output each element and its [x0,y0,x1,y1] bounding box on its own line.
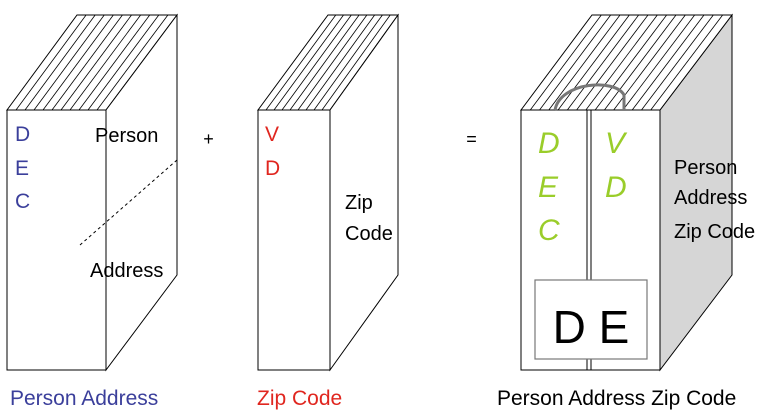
block3-de-text: D E [553,301,630,353]
hatch-line [650,14,723,111]
block1-address-label: Address [90,260,163,282]
block2-caption: Zip Code [257,387,342,410]
hatch-line [539,14,611,111]
block2-label-code: Code [345,223,393,245]
block3-letter-d2: D [605,171,627,204]
block2-label-zip: Zip [345,192,373,214]
hatch-line [42,14,114,111]
hatch-line [87,14,160,111]
equals-operator: = [466,129,477,149]
block3-arc-connector [553,83,626,111]
hatch-line [641,14,714,111]
block2-letter-d: D [265,157,280,180]
hatch-line [622,14,695,111]
block3-label-person: Person [674,157,737,179]
hatch-line [96,14,169,111]
block1-letter-e: E [15,157,29,180]
hatch-line [15,14,87,111]
block2-front-face [257,109,331,371]
block3-de-box [534,279,648,360]
block3-label-zipcode: Zip Code [674,221,755,243]
hatch-line [585,14,658,111]
block1-caption: Person Address [10,387,158,410]
hatch-line [594,14,667,111]
hatch-line [289,14,360,111]
hatch-line [265,14,337,111]
hatch-line [631,14,705,111]
hatch-line [567,14,639,111]
zip-code-block: V D Zip Code [257,13,399,372]
hatch-line [51,14,123,111]
block3-letter-e: E [538,171,559,204]
hatch-line [321,14,391,111]
block1-letter-c: C [15,190,30,213]
hatch-line [33,14,105,111]
block3-label-address: Address [674,187,747,209]
hatch-line [548,14,621,111]
combined-block: D E C V D Person Address Zip Code D E [520,13,755,372]
hatch-line [78,14,151,111]
plus-operator: + [203,129,214,149]
block3-letter-v: V [605,127,628,160]
block3-letter-c: C [538,214,560,247]
hatch-line [281,14,352,111]
hatch-line [297,14,368,111]
hatch-line [604,14,677,111]
hatch-line [576,14,649,111]
hatch-line [273,14,344,111]
block3-caption: Person Address Zip Code [497,387,736,410]
hatch-line [529,14,602,111]
block1-top-hatching [15,14,169,111]
hatch-line [24,14,96,111]
block3-top-hatching [529,14,723,111]
hatch-line [613,14,686,111]
hatch-line [60,14,132,111]
hatch-line [313,14,383,111]
block1-letter-d: D [15,123,30,146]
block1-person-label: Person [95,125,158,147]
block2-top-hatching [265,14,391,111]
hatch-line [69,14,141,111]
block2-letter-v: V [265,123,279,146]
person-address-block: D E C Person Address [6,13,178,372]
block3-letter-d: D [538,127,560,160]
block1-front-face [6,109,107,371]
hatch-line [557,14,630,111]
hatch-line [305,14,375,111]
